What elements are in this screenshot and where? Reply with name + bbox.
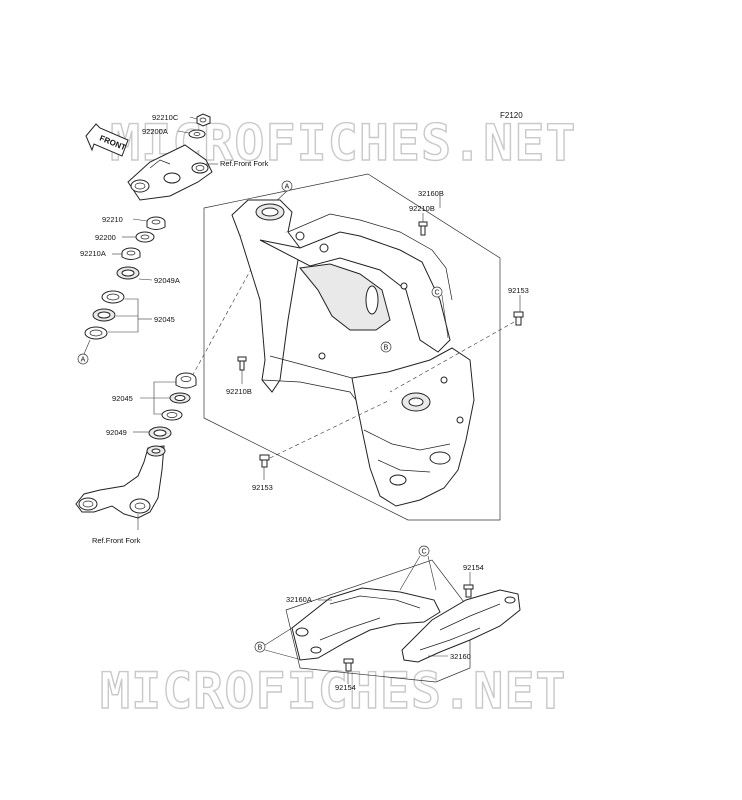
callout-c-frame-text: C bbox=[434, 290, 439, 297]
washer-92200A bbox=[188, 129, 206, 139]
callout-a-frame-text: A bbox=[285, 184, 290, 191]
label-ref-front-fork-top: Ref.Front Fork bbox=[220, 159, 269, 168]
callout-b-frame-text: B bbox=[384, 345, 389, 352]
nut-92210 bbox=[146, 216, 166, 230]
bolt-92154-lower bbox=[343, 658, 354, 672]
subframe-outline bbox=[285, 559, 471, 683]
bolt-92154-upper bbox=[463, 584, 474, 598]
callout-c-sub-text: C bbox=[421, 549, 426, 556]
label-92153-lower: 92153 bbox=[252, 483, 273, 492]
bolt-92210B-upper bbox=[418, 221, 428, 236]
callout-b-sub bbox=[254, 641, 266, 653]
callout-a-left-text: A bbox=[81, 357, 86, 364]
nut-92210C bbox=[196, 113, 211, 127]
label-92154-upper: 92154 bbox=[463, 563, 484, 572]
guide-line-92153-lower bbox=[269, 399, 391, 459]
guide-line-92153-right bbox=[389, 321, 515, 393]
diagram-code: F2120 bbox=[500, 111, 523, 120]
label-92049: 92049 bbox=[106, 428, 127, 437]
callout-b-frame bbox=[380, 341, 392, 353]
callout-c-frame bbox=[431, 286, 443, 298]
lower-triple-clamp bbox=[75, 445, 166, 519]
label-92200A: 92200A bbox=[142, 127, 168, 136]
label-92153-right: 92153 bbox=[508, 286, 529, 295]
label-32160: 32160 bbox=[450, 652, 471, 661]
front-arrow: FRONT bbox=[85, 123, 129, 157]
subframe-32160 bbox=[401, 589, 521, 663]
callout-c-sub bbox=[418, 545, 430, 557]
callout-a-left bbox=[77, 353, 89, 365]
label-92154-lower: 92154 bbox=[335, 683, 356, 692]
frame-32160B-outline bbox=[203, 173, 501, 521]
label-92200: 92200 bbox=[95, 233, 116, 242]
label-92045-lower: 92045 bbox=[112, 394, 133, 403]
watermark-bottom: MICROFICHES.NET bbox=[100, 662, 567, 720]
subframe-32160A bbox=[291, 587, 441, 661]
bearing-92045-lower bbox=[161, 372, 197, 421]
nut-92210A bbox=[121, 247, 141, 260]
guide-line-a bbox=[189, 261, 256, 381]
bolt-92153-right bbox=[513, 311, 524, 326]
label-92210B-upper: 92210B bbox=[409, 204, 435, 213]
label-92210B-lower: 92210B bbox=[226, 387, 252, 396]
bolt-92153-lower bbox=[259, 454, 270, 468]
label-92049A: 92049A bbox=[154, 276, 180, 285]
label-92210C: 92210C bbox=[152, 113, 179, 122]
washer-92200 bbox=[135, 231, 155, 243]
label-32160B: 32160B bbox=[418, 189, 444, 198]
bearing-92045-upper bbox=[84, 290, 125, 340]
label-ref-front-fork-bottom: Ref.Front Fork bbox=[92, 536, 141, 545]
main-frame bbox=[231, 199, 475, 507]
label-92210: 92210 bbox=[102, 215, 123, 224]
label-92045-upper: 92045 bbox=[154, 315, 175, 324]
seal-92049A bbox=[116, 266, 140, 280]
label-32160A: 32160A bbox=[286, 595, 312, 604]
label-92210A: 92210A bbox=[80, 249, 106, 258]
callout-b-sub-text: B bbox=[258, 645, 263, 652]
bolt-92210B-lower bbox=[237, 356, 247, 371]
seal-92049 bbox=[148, 426, 172, 440]
upper-triple-clamp bbox=[127, 144, 213, 201]
